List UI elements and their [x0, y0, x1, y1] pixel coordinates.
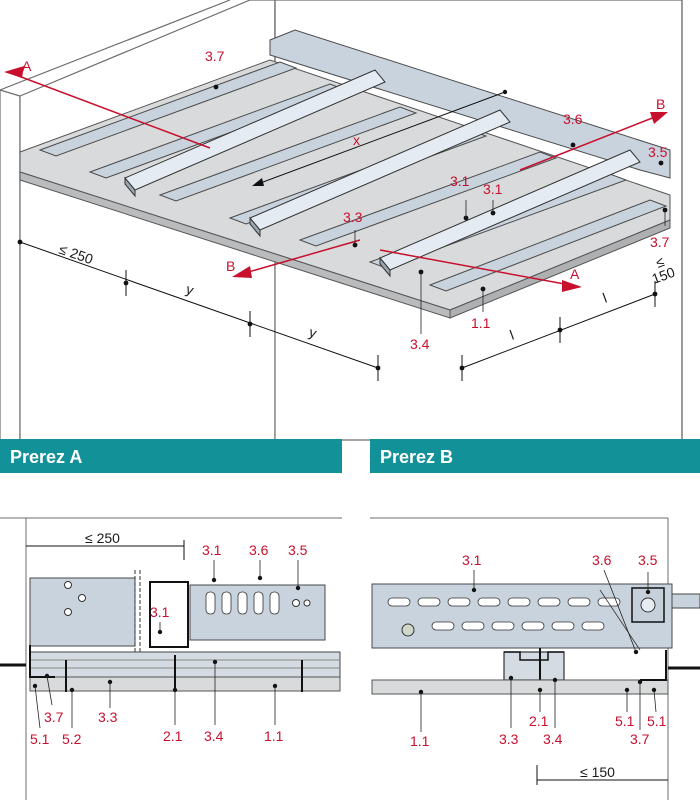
- section-a-drawing: ≤ 250 3.1 3.6 3.5 3.1 3.7 5.1 5.2 3.3 2.…: [0, 492, 342, 800]
- header-bar-a: [0, 439, 342, 473]
- profile-main-a: [29, 577, 136, 647]
- left-wall: [0, 89, 21, 441]
- label-3-4: 3.4: [410, 336, 430, 352]
- title-prerez-a: Prerez A: [10, 447, 82, 467]
- a-label-2-1: 2.1: [163, 728, 183, 744]
- a-label-3-6: 3.6: [249, 542, 269, 558]
- dim-250-a: ≤ 250: [85, 530, 120, 546]
- dim-l-1: l: [508, 327, 516, 343]
- b-label-3-6: 3.6: [592, 552, 612, 568]
- b-label-3-3: 3.3: [499, 731, 519, 747]
- a-label-3-1-mid: 3.1: [150, 604, 170, 620]
- board-a: [29, 676, 341, 692]
- section-a-left: A: [22, 58, 32, 74]
- section-b-drawing: ≤ 150 3.1 3.6 3.5 1.1 2.1 3.3 3.4 5.1 5.…: [370, 492, 700, 800]
- label-3-7-top: 3.7: [205, 48, 225, 64]
- label-3-5: 3.5: [648, 144, 668, 160]
- a-label-3-7: 3.7: [44, 709, 64, 725]
- label-1-1: 1.1: [471, 315, 491, 331]
- title-prerez-b: Prerez B: [380, 447, 453, 467]
- dim-150-val: 150: [650, 264, 678, 287]
- label-3-1-right: 3.1: [483, 181, 503, 197]
- a-label-3-5: 3.5: [288, 542, 308, 558]
- section-b-left: B: [226, 258, 235, 274]
- wall-angle-back: [269, 29, 671, 179]
- board-b: [371, 679, 669, 695]
- b-label-2-1: 2.1: [529, 713, 549, 729]
- a-label-5-2: 5.2: [62, 731, 82, 747]
- dim-x: x: [353, 132, 360, 148]
- a-label-3-3: 3.3: [98, 709, 118, 725]
- label-3-3: 3.3: [343, 209, 363, 225]
- b-label-5-1-right: 5.1: [647, 713, 667, 729]
- cross-profiles: [124, 69, 641, 278]
- b-label-3-1: 3.1: [462, 552, 482, 568]
- dim-y-1: y: [184, 281, 196, 298]
- dim-y-2: y: [307, 324, 319, 341]
- a-label-1-1: 1.1: [264, 728, 284, 744]
- section-b-right: B: [656, 96, 665, 112]
- header-bar-b: [370, 439, 700, 473]
- b-label-1-1: 1.1: [410, 733, 430, 749]
- b-label-3-4: 3.4: [543, 731, 563, 747]
- b-label-3-5: 3.5: [638, 552, 658, 568]
- a-label-3-1-top: 3.1: [202, 542, 222, 558]
- label-3-1-left: 3.1: [450, 173, 470, 189]
- label-3-6: 3.6: [563, 111, 583, 127]
- b-label-3-7: 3.7: [630, 731, 650, 747]
- dim-150-b: ≤ 150: [580, 764, 615, 780]
- a-label-5-1: 5.1: [30, 731, 50, 747]
- profile-3-1-b: [371, 583, 673, 649]
- a-label-3-4: 3.4: [204, 728, 224, 744]
- dim-l-2: l: [601, 290, 609, 306]
- isometric-view: 3.7 3.6 3.5 3.1 3.1 3.3 3.7 3.4 1.1 A A …: [0, 0, 683, 441]
- b-label-5-1-left: 5.1: [615, 713, 635, 729]
- section-a-right: A: [570, 266, 580, 282]
- label-3-7-right: 3.7: [650, 234, 670, 250]
